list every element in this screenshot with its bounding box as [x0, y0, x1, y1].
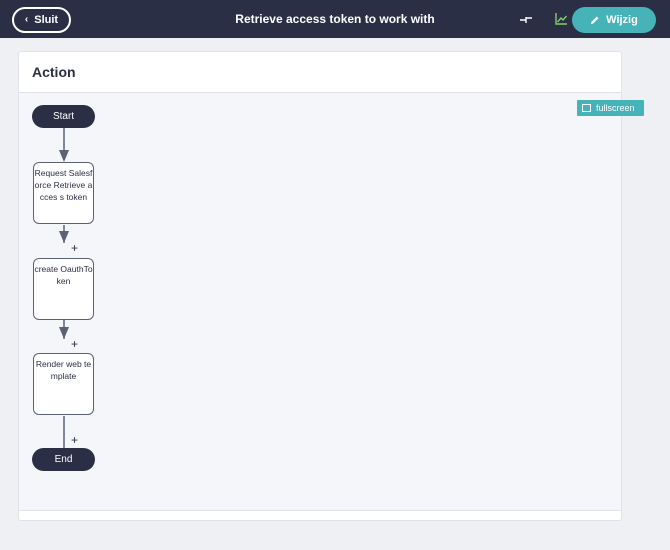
chevron-left-icon: ‹ [24, 14, 29, 25]
add-step-button[interactable]: + [71, 433, 79, 447]
fullscreen-icon [582, 104, 591, 112]
flow-canvas[interactable]: fullscreen Start Request Salesforce Retr… [19, 93, 644, 511]
fullscreen-button[interactable]: fullscreen [577, 100, 644, 116]
fullscreen-label: fullscreen [596, 103, 635, 113]
top-bar: ‹ Sluit Retrieve access token to work wi… [0, 0, 670, 38]
edit-label: Wijzig [606, 14, 638, 26]
pencil-icon [591, 16, 599, 24]
edit-button[interactable]: Wijzig [572, 7, 656, 33]
close-button[interactable]: ‹ Sluit [12, 7, 71, 33]
add-step-button[interactable]: + [71, 337, 79, 351]
close-label: Sluit [34, 14, 59, 26]
end-node[interactable]: End [32, 448, 95, 471]
flow-step-create-token[interactable]: create OauthToken [33, 258, 94, 320]
line-chart-icon[interactable] [553, 11, 569, 27]
flow-connectors [59, 127, 69, 449]
flow-step-request-token[interactable]: Request Salesforce Retrieve acces s toke… [33, 162, 94, 224]
add-step-button[interactable]: + [71, 241, 79, 255]
page-title: Retrieve access token to work with [235, 12, 435, 26]
start-node[interactable]: Start [32, 105, 95, 128]
compare-arrows-icon[interactable] [518, 11, 534, 27]
action-card: Action fullscreen Start Request Salesfor… [18, 51, 644, 521]
card-title: Action [19, 52, 621, 93]
flow-step-render-template[interactable]: Render web te mplate [33, 353, 94, 415]
